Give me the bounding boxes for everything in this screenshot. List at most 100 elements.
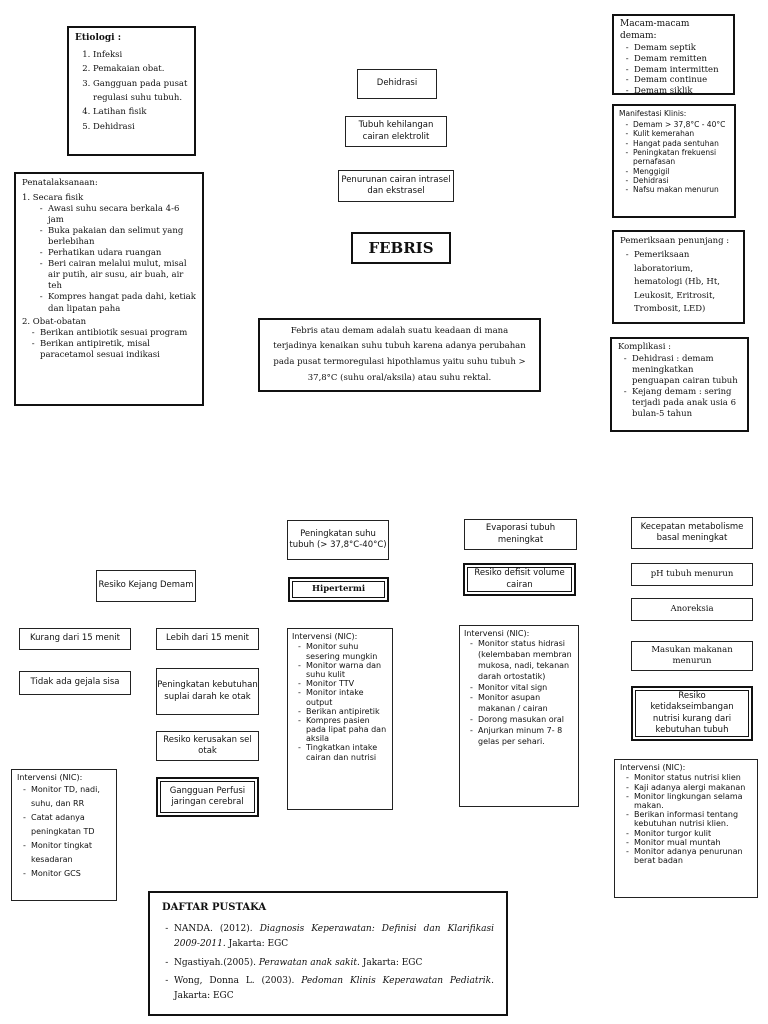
nic-hipertermi-list: Monitor suhu sesering mungkin Monitor wa… [292,642,388,761]
komplikasi-box: Komplikasi : Dehidrasi : demam meningkat… [610,337,749,432]
febris-box: FEBRIS [351,232,451,264]
reference-title: Diagnosis Keperawatan: Definisi dan Klar… [174,924,495,950]
penunjang-item: Pemeriksaan laboratorium, hematologi (Hb… [634,249,737,317]
perfusi-box: Gangguan Perfusi jaringan cerebral [156,777,259,817]
kurang15-text: Kurang dari 15 menit [30,633,120,644]
nic-cairan-list: Monitor status hidrasi (kelembaban membr… [464,639,574,747]
etiologi-item: Infeksi [93,48,188,62]
manifestasi-item: Nafsu makan menurun [633,185,729,194]
etiologi-item: Dehidrasi [93,120,188,134]
reference-author: Wong, Donna L. (2003). [174,975,302,986]
tubuh-kehilangan-text: Tubuh kehilangan cairan elektrolit [358,120,434,142]
manifestasi-item: Menggigil [633,167,729,176]
anoreksia-box: Anoreksia [631,598,753,621]
penunjang-box: Pemeriksaan penunjang : Pemeriksaan labo… [612,230,745,324]
nic-hipertermi-title: Intervensi (NIC): [292,632,358,641]
nic-nutrisi-title: Intervensi (NIC): [620,763,686,772]
etiologi-item: Gangguan pada pusat regulasi suhu tubuh. [93,77,188,106]
daftar-pustaka-box: DAFTAR PUSTAKA NANDA. (2012). Diagnosis … [148,891,508,1016]
nic-item: Monitor mual muntah [634,838,752,847]
kejang-text: Resiko Kejang Demam [98,580,194,591]
nic-cairan-box: Intervensi (NIC): Monitor status hidrasi… [459,625,579,807]
macam-demam-item: Demam intermitten [634,65,727,76]
evaporasi-text: Evaporasi tubuh meningkat [485,523,556,545]
nic-item: Monitor tingkat kesadaran [31,839,111,867]
macam-demam-box: Macam-macam demam: Demam septik Demam re… [612,14,735,96]
manifestasi-item: Peningkatan frekuensi pernafasan [633,148,729,167]
kejang-box: Resiko Kejang Demam [96,570,196,602]
macam-demam-list: Demam septik Demam remitten Demam interm… [620,43,727,96]
nic-perfusi-title: Intervensi (NIC): [17,773,83,782]
nic-item: Monitor TTV [306,679,388,688]
dehidrasi-box: Dehidrasi [357,69,437,99]
reference-publisher: Jakarta: EGC [359,957,423,968]
penatalaksanaan-item: Buka pakaian dan selimut yang berlebihan [48,226,196,248]
nic-item: Monitor vital sign [478,683,574,694]
etiologi-title: Etiologi : [75,33,122,43]
ph-text: pH tubuh menurun [650,568,734,579]
nutrisi-text: Resiko ketidakseimbangan nutrisi kurang … [650,691,734,735]
manifestasi-box: Manifestasi Klinis: Demam > 37,8°C - 40°… [612,104,736,218]
febris-title: FEBRIS [368,239,434,257]
metabolisme-text: Kecepatan metabolisme basal meningkat [640,521,744,543]
manifestasi-list: Demam > 37,8°C - 40°C Kulit kemerahan Ha… [619,120,729,195]
evaporasi-box: Evaporasi tubuh meningkat [464,519,577,550]
nic-item: Berikan informasi tentang kebutuhan nutr… [634,810,752,828]
reference-author: Ngastiyah.(2005). [174,957,259,968]
definisi-text: Febris atau demam adalah suatu keadaan d… [273,325,526,383]
nic-item: Catat adanya peningkatan TD [31,811,111,839]
nic-item: Tingkatkan intake cairan dan nutrisi [306,743,388,761]
daftar-pustaka-list: NANDA. (2012). Diagnosis Keperawatan: De… [162,922,494,1004]
penatalaksanaan-title: Penatalaksanaan: [22,178,98,188]
nic-item: Monitor adanya penurunan berat badan [634,847,752,865]
nutrisi-box: Resiko ketidakseimbangan nutrisi kurang … [631,686,753,741]
ph-box: pH tubuh menurun [631,563,753,586]
macam-demam-item: Demam septik [634,43,727,54]
nic-item: Monitor suhu sesering mungkin [306,642,388,660]
kurang15-box: Kurang dari 15 menit [19,628,131,650]
reference-item: NANDA. (2012). Diagnosis Keperawatan: De… [174,922,494,953]
masukan-box: Masukan makanan menurun [631,641,753,671]
dehidrasi-text: Dehidrasi [376,78,418,89]
reference-title: Perawatan anak sakit. [258,957,360,968]
lebih15-text: Lebih dari 15 menit [166,633,249,644]
manifestasi-item: Demam > 37,8°C - 40°C [633,120,729,129]
nic-item: Kaji adanya alergi makanan [634,783,752,792]
nic-nutrisi-list: Monitor status nutrisi klien Kaji adanya… [620,773,752,865]
penunjang-title: Pemeriksaan penunjang : [620,236,730,246]
nic-item: Monitor status nutrisi klien [634,773,752,782]
defisit-text: Resiko defisit volume cairan [474,568,565,590]
nic-perfusi-box: Intervensi (NIC): Monitor TD, nadi, suhu… [11,769,117,901]
manifestasi-item: Hangat pada sentuhan [633,139,729,148]
nic-item: Monitor TD, nadi, suhu, dan RR [31,783,111,811]
reference-item: Wong, Donna L. (2003). Pedoman Klinis Ke… [174,974,494,1005]
penatalaksanaan-item: Kompres hangat pada dahi, ketiak dan lip… [48,292,196,314]
penatalaksanaan-item: Awasi suhu secara berkala 4-6 jam [48,204,196,226]
tidak-gejala-text: Tidak ada gejala sisa [30,677,120,688]
penurunan-cairan-box: Penurunan cairan intrasel dan ekstrasel [338,170,454,202]
peningkatan-suhu-box: Peningkatan suhu tubuh (> 37,8°C-40°C) [287,520,389,560]
tidak-gejala-box: Tidak ada gejala sisa [19,671,131,695]
penunjang-list: Pemeriksaan laboratorium, hematologi (Hb… [620,249,737,317]
nic-item: Kompres pasien pada lipat paha dan aksil… [306,716,388,744]
defisit-box: Resiko defisit volume cairan [463,563,576,596]
etiologi-item: Pemakaian obat. [93,62,188,76]
komplikasi-item: Dehidrasi : demam meningkatkan penguapan… [632,354,741,387]
penatalaksanaan-item: Beri cairan melalui mulut, misal air put… [48,259,196,292]
masukan-text: Masukan makanan menurun [651,644,733,666]
nic-item: Monitor asupan makanan / cairan [478,693,574,715]
nic-item: Monitor GCS [31,867,111,881]
reference-author: NANDA. (2012). [174,924,260,934]
nic-nutrisi-box: Intervensi (NIC): Monitor status nutrisi… [614,759,758,898]
macam-demam-item: Demam continue [634,75,727,86]
reference-title: Pedoman Klinis Keperawatan Pediatrik. [301,975,494,986]
nic-item: Berikan antipiretik [306,707,388,716]
hipertermi-text: Hipertermi [311,583,366,594]
nic-item: Dorong masukan oral [478,715,574,726]
suplai-box: Peningkatan kebutuhan suplai darah ke ot… [156,668,259,715]
nic-item: Monitor lingkungan selama makan. [634,792,752,810]
komplikasi-item: Kejang demam : sering terjadi pada anak … [632,387,741,420]
nic-hipertermi-box: Intervensi (NIC): Monitor suhu sesering … [287,628,393,810]
penatalaksanaan-sub2: 2. Obat-obatan [22,316,87,327]
definisi-box: Febris atau demam adalah suatu keadaan d… [258,318,541,392]
